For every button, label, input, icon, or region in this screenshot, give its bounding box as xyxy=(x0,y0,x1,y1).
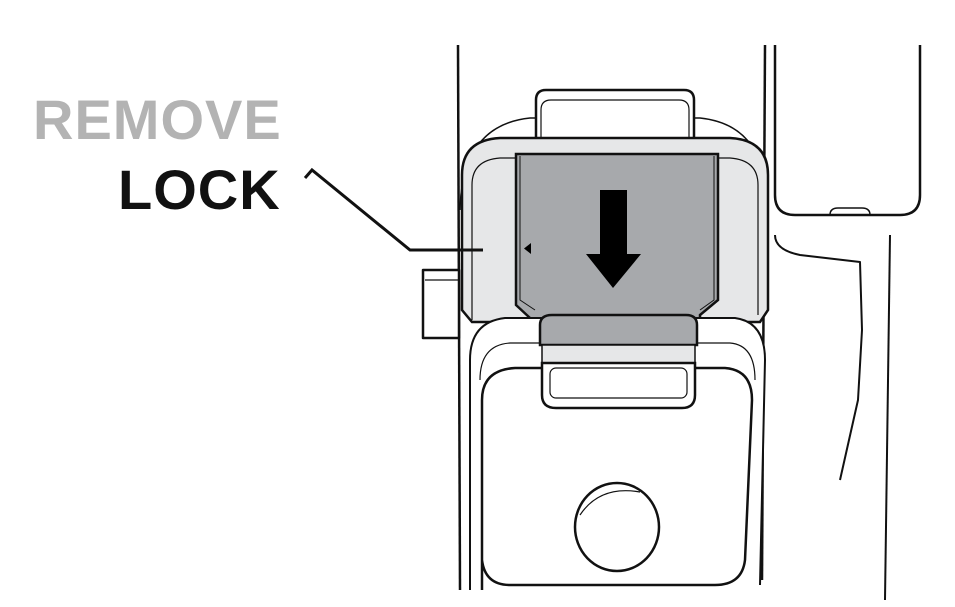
lower-bin xyxy=(469,313,767,590)
remove-label: REMOVE xyxy=(33,88,282,151)
lock-label: LOCK xyxy=(118,158,281,221)
arrow-down-icon xyxy=(586,190,641,288)
knob xyxy=(573,481,661,573)
leader-line xyxy=(303,167,483,252)
triangle-left-icon xyxy=(524,243,531,254)
right-panel xyxy=(773,45,922,217)
side-clip xyxy=(421,268,461,340)
top-tab xyxy=(534,88,696,142)
